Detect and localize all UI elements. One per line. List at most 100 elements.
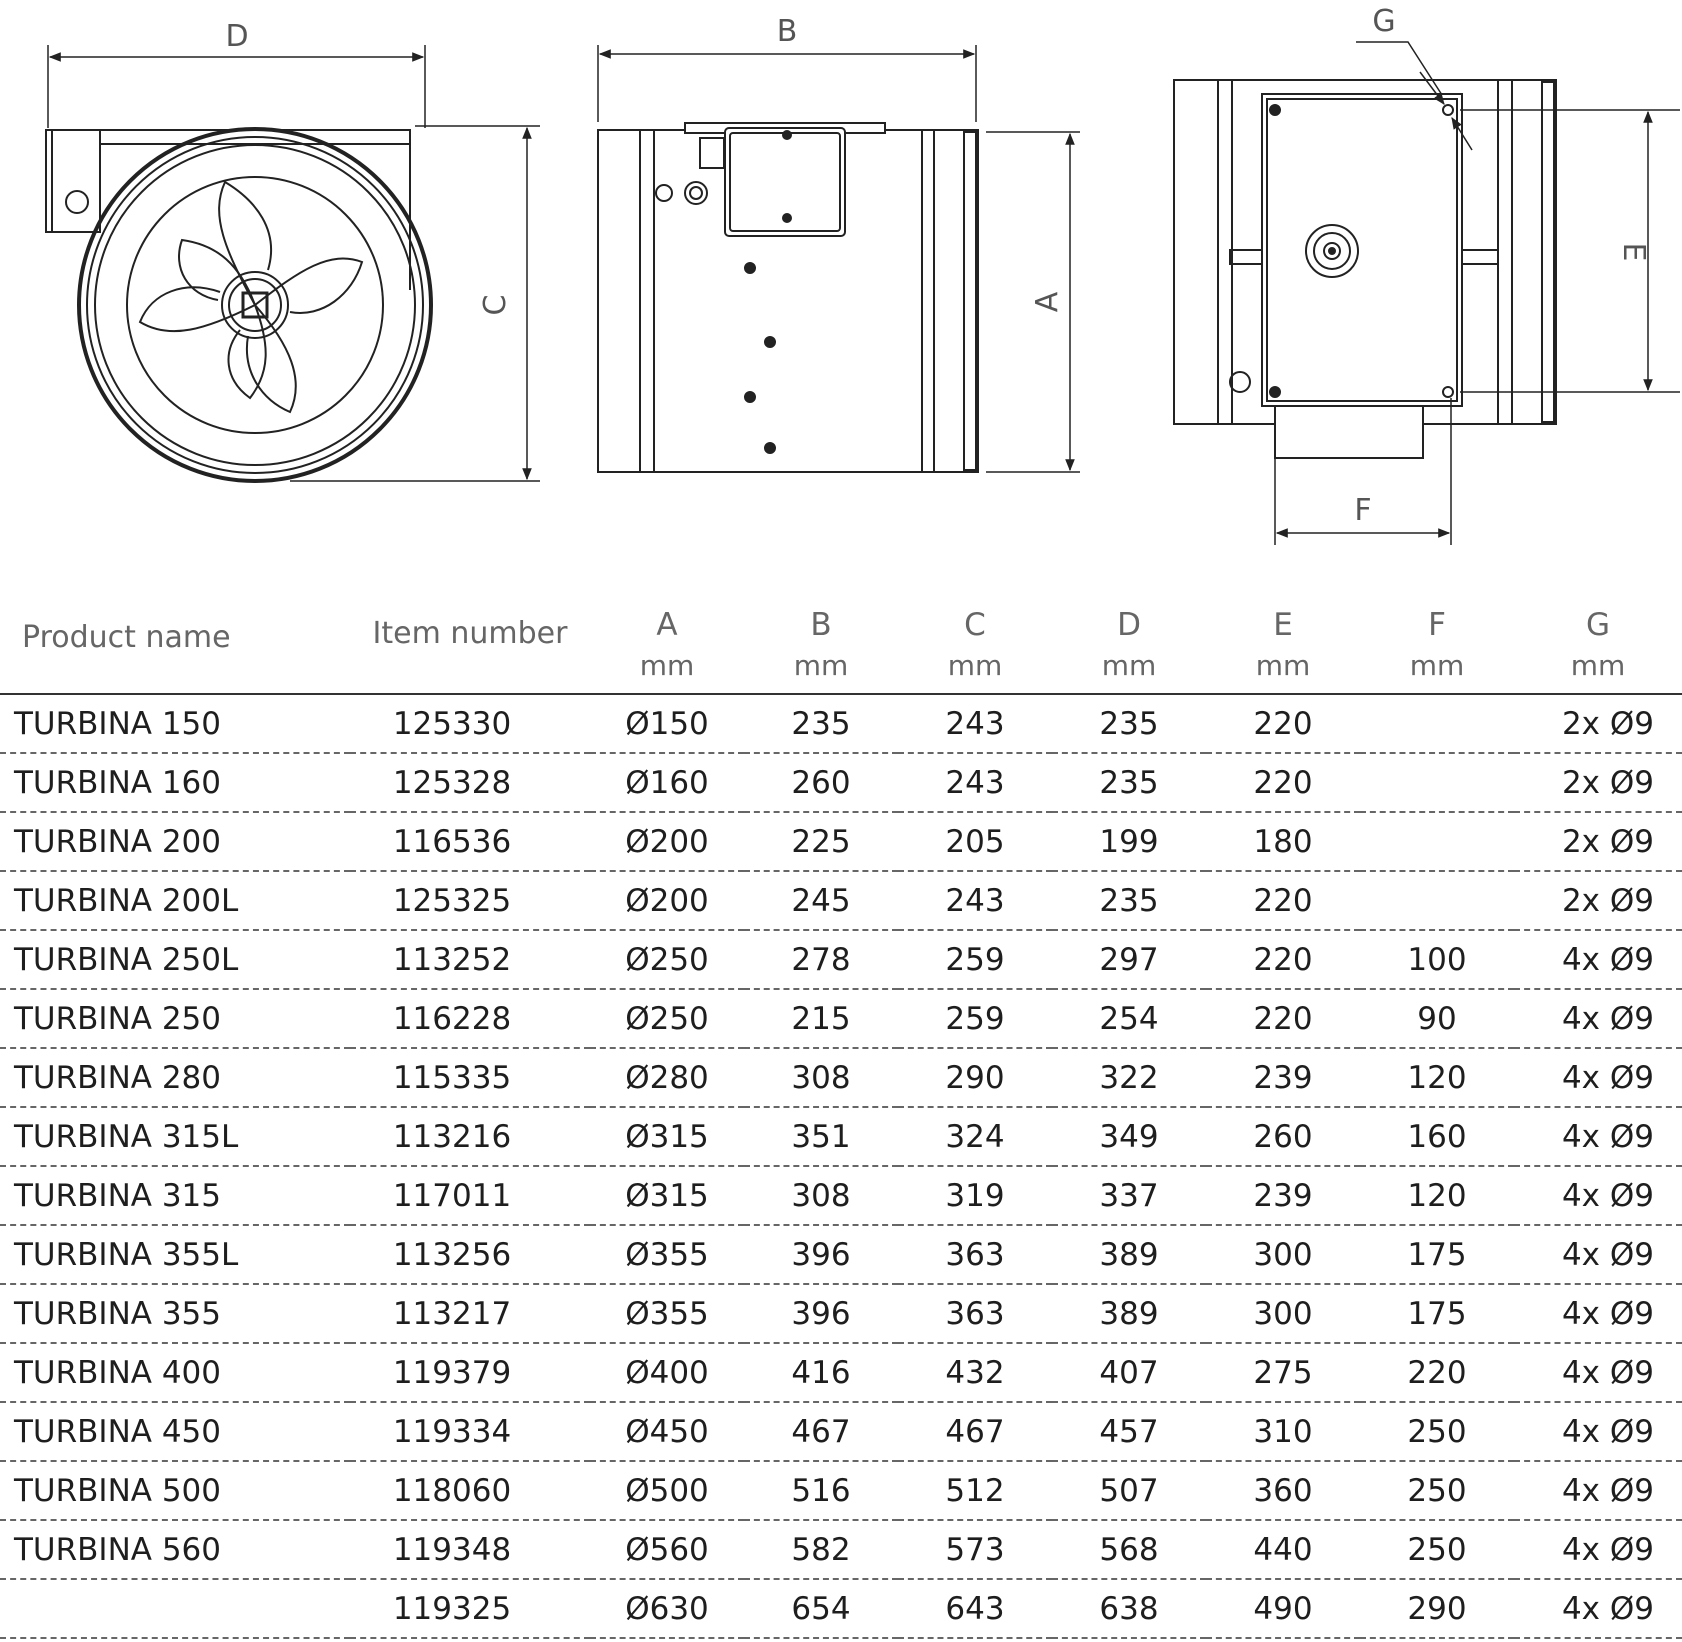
cell-item-number: 115335 xyxy=(350,1048,590,1108)
cell-f: 220 xyxy=(1360,1343,1514,1403)
cell-d: 297 xyxy=(1052,930,1206,990)
cell-f: 90 xyxy=(1360,989,1514,1049)
cell-a: Ø630 xyxy=(590,1579,744,1639)
cell-e: 220 xyxy=(1206,871,1360,931)
cell-g: 4x Ø9 xyxy=(1514,1402,1682,1462)
cell-g: 4x Ø9 xyxy=(1514,1284,1682,1344)
cell-d: 235 xyxy=(1052,694,1206,754)
cell-a: Ø280 xyxy=(590,1048,744,1108)
cell-a: Ø250 xyxy=(590,989,744,1049)
cell-c: 259 xyxy=(898,930,1052,990)
cell-b: 416 xyxy=(744,1343,898,1403)
cell-c: 363 xyxy=(898,1225,1052,1285)
cell-e: 360 xyxy=(1206,1461,1360,1521)
cell-d: 638 xyxy=(1052,1579,1206,1639)
cell-a: Ø450 xyxy=(590,1402,744,1462)
cell-b: 235 xyxy=(744,694,898,754)
cell-b: 396 xyxy=(744,1225,898,1285)
cell-a: Ø500 xyxy=(590,1461,744,1521)
cell-a: Ø560 xyxy=(590,1520,744,1580)
cell-f: 120 xyxy=(1360,1048,1514,1108)
cell-f: 160 xyxy=(1360,1107,1514,1167)
cell-c: 432 xyxy=(898,1343,1052,1403)
header-item-number: Item number xyxy=(350,555,590,695)
cell-a: Ø150 xyxy=(590,694,744,754)
cell-f xyxy=(1360,812,1514,872)
header-unit-e: mm xyxy=(1206,647,1360,695)
cell-b: 278 xyxy=(744,930,898,990)
cell-item-number: 116536 xyxy=(350,812,590,872)
cell-b: 351 xyxy=(744,1107,898,1167)
top-view-drawing xyxy=(1173,41,1680,545)
cell-a: Ø200 xyxy=(590,871,744,931)
cell-product-name: TURBINA 200L xyxy=(0,871,350,931)
header-unit-b: mm xyxy=(744,647,898,695)
cell-g: 2x Ø9 xyxy=(1514,753,1682,813)
cell-product-name: TURBINA 315 xyxy=(0,1166,350,1226)
cell-e: 220 xyxy=(1206,753,1360,813)
cell-e: 260 xyxy=(1206,1107,1360,1167)
cell-item-number: 125325 xyxy=(350,871,590,931)
cell-b: 582 xyxy=(744,1520,898,1580)
cell-c: 319 xyxy=(898,1166,1052,1226)
cell-b: 215 xyxy=(744,989,898,1049)
cell-c: 324 xyxy=(898,1107,1052,1167)
cell-b: 245 xyxy=(744,871,898,931)
cell-c: 205 xyxy=(898,812,1052,872)
cell-product-name: TURBINA 400 xyxy=(0,1343,350,1403)
cell-item-number: 116228 xyxy=(350,989,590,1049)
cell-f: 250 xyxy=(1360,1461,1514,1521)
cell-product-name: TURBINA 200 xyxy=(0,812,350,872)
cell-product-name: TURBINA 450 xyxy=(0,1402,350,1462)
cell-item-number: 119348 xyxy=(350,1520,590,1580)
cell-e: 440 xyxy=(1206,1520,1360,1580)
cell-e: 239 xyxy=(1206,1166,1360,1226)
cell-g: 2x Ø9 xyxy=(1514,694,1682,754)
cell-e: 180 xyxy=(1206,812,1360,872)
cell-g: 4x Ø9 xyxy=(1514,1107,1682,1167)
cell-product-name: TURBINA 280 xyxy=(0,1048,350,1108)
cell-e: 239 xyxy=(1206,1048,1360,1108)
cell-product-name: TURBINA 250 xyxy=(0,989,350,1049)
cell-g: 4x Ø9 xyxy=(1514,1166,1682,1226)
cell-b: 225 xyxy=(744,812,898,872)
cell-d: 322 xyxy=(1052,1048,1206,1108)
cell-product-name: TURBINA 150 xyxy=(0,694,350,754)
cell-g: 4x Ø9 xyxy=(1514,930,1682,990)
side-view-b-label: B xyxy=(777,14,798,49)
cell-c: 243 xyxy=(898,694,1052,754)
cell-a: Ø355 xyxy=(590,1225,744,1285)
cell-a: Ø355 xyxy=(590,1284,744,1344)
header-col-e: E xyxy=(1273,607,1293,643)
cell-b: 308 xyxy=(744,1166,898,1226)
header-col-c: C xyxy=(964,607,986,643)
cell-a: Ø200 xyxy=(590,812,744,872)
cell-b: 516 xyxy=(744,1461,898,1521)
top-view-e-label: E xyxy=(1616,243,1651,262)
cell-c: 290 xyxy=(898,1048,1052,1108)
cell-d: 389 xyxy=(1052,1284,1206,1344)
top-view-g-label: G xyxy=(1372,4,1395,39)
side-view-a-label: A xyxy=(1030,291,1065,312)
front-view-drawing xyxy=(45,45,540,483)
header-col-b: B xyxy=(810,607,832,643)
cell-g: 2x Ø9 xyxy=(1514,871,1682,931)
cell-g: 2x Ø9 xyxy=(1514,812,1682,872)
side-view-drawing xyxy=(597,45,1080,473)
cell-f xyxy=(1360,694,1514,754)
cell-a: Ø400 xyxy=(590,1343,744,1403)
header-col-a: A xyxy=(656,607,678,643)
cell-c: 243 xyxy=(898,753,1052,813)
front-view-c-label: C xyxy=(478,295,513,316)
header-unit-a: mm xyxy=(590,647,744,695)
cell-f: 175 xyxy=(1360,1284,1514,1344)
cell-f: 175 xyxy=(1360,1225,1514,1285)
header-unit-d: mm xyxy=(1052,647,1206,695)
